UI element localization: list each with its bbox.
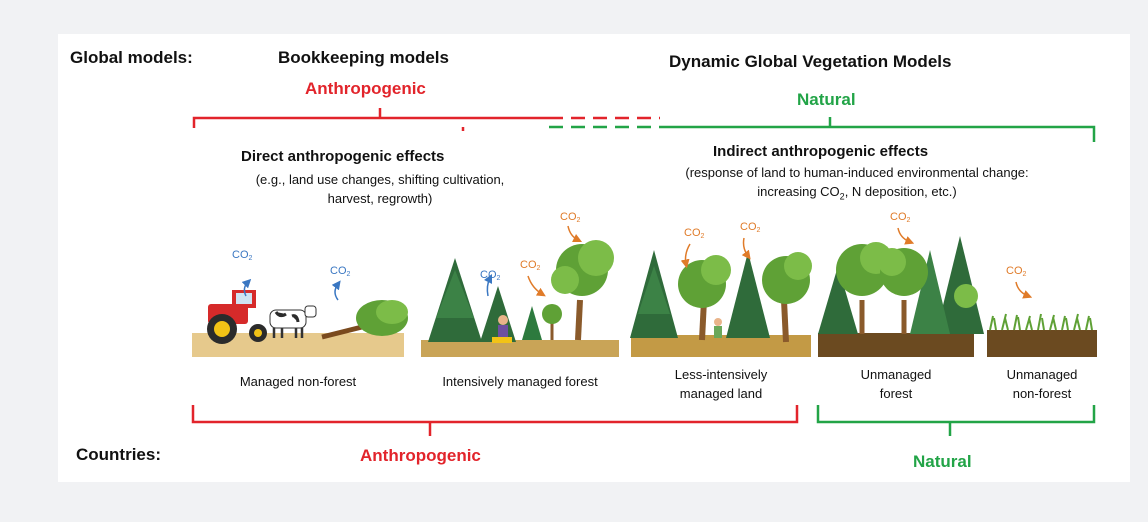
bottom-natural-bracket bbox=[816, 405, 1096, 436]
felled-tree-icon bbox=[321, 300, 408, 340]
transition-dashes bbox=[549, 116, 660, 129]
label-unmanaged-forest-line2: forest bbox=[879, 386, 913, 401]
co2-label: CO2 bbox=[560, 211, 581, 225]
co2-label: CO2 bbox=[1006, 265, 1027, 279]
indirect-effects-line2: increasing CO2, N deposition, etc.) bbox=[757, 184, 957, 202]
ground-intensive-forest bbox=[421, 340, 619, 357]
direct-effects-line2: harvest, regrowth) bbox=[327, 191, 433, 206]
co2-arrow-2 bbox=[331, 280, 341, 301]
dgvm-title: Dynamic Global Vegetation Models bbox=[669, 52, 952, 71]
mixed-forest-icon bbox=[630, 250, 812, 343]
co2-arrow-4 bbox=[527, 275, 546, 297]
dense-forest-icon bbox=[818, 236, 984, 334]
indirect-effects-title: Indirect anthropogenic effects bbox=[713, 143, 929, 160]
label-unmanaged-non-forest-line1: Unmanaged bbox=[1006, 367, 1078, 382]
direct-effects-line1: (e.g., land use changes, shifting cultiv… bbox=[255, 172, 505, 187]
global-models-label: Global models: bbox=[70, 48, 193, 67]
ground-unmanaged-forest bbox=[818, 333, 974, 357]
label-unmanaged-non-forest-line2: non-forest bbox=[1012, 386, 1072, 401]
co2-label: CO2 bbox=[330, 265, 351, 279]
direct-effects-title: Direct anthropogenic effects bbox=[241, 148, 445, 165]
co2-label: CO2 bbox=[520, 259, 541, 273]
label-less-intensive-line1: Less-intensively bbox=[674, 367, 768, 382]
top-natural-label: Natural bbox=[797, 90, 856, 109]
ground-less-intensive bbox=[631, 335, 811, 357]
bookkeeping-models-title: Bookkeeping models bbox=[278, 48, 449, 67]
co2-arrow-1 bbox=[241, 278, 252, 297]
top-anthropogenic-bracket bbox=[192, 108, 549, 131]
indirect-effects-line1: (response of land to human-induced envir… bbox=[685, 165, 1029, 180]
label-less-intensive-line2: managed land bbox=[679, 386, 763, 401]
top-natural-bracket bbox=[660, 117, 1096, 142]
co2-label: CO2 bbox=[232, 249, 253, 263]
forester-icon bbox=[492, 315, 512, 343]
co2-arrow-8 bbox=[897, 227, 915, 245]
bottom-anthropogenic-bracket bbox=[191, 405, 799, 436]
ground-unmanaged-non-forest bbox=[987, 330, 1097, 357]
countries-label: Countries: bbox=[76, 445, 161, 464]
tractor-icon bbox=[207, 290, 267, 344]
co2-arrow-3 bbox=[483, 273, 493, 297]
top-anthropogenic-label: Anthropogenic bbox=[305, 79, 426, 98]
bottom-anthropogenic-label: Anthropogenic bbox=[360, 446, 481, 465]
co2-arrow-7 bbox=[741, 237, 751, 260]
co2-arrow-9 bbox=[1015, 281, 1033, 299]
bottom-natural-label: Natural bbox=[913, 452, 972, 471]
label-managed-non-forest: Managed non-forest bbox=[239, 374, 357, 389]
label-unmanaged-forest-line1: Unmanaged bbox=[860, 367, 932, 382]
co2-label: CO2 bbox=[684, 227, 705, 241]
grassland-icon bbox=[989, 313, 1093, 331]
label-intensively-managed-forest: Intensively managed forest bbox=[442, 374, 598, 389]
co2-arrow-5 bbox=[567, 225, 583, 243]
cow-icon bbox=[269, 305, 317, 338]
deciduous-trees-icon bbox=[542, 240, 614, 341]
co2-arrow-6 bbox=[680, 243, 691, 269]
co2-label: CO2 bbox=[740, 221, 761, 235]
co2-label: CO2 bbox=[480, 269, 501, 283]
co2-label: CO2 bbox=[890, 211, 911, 225]
